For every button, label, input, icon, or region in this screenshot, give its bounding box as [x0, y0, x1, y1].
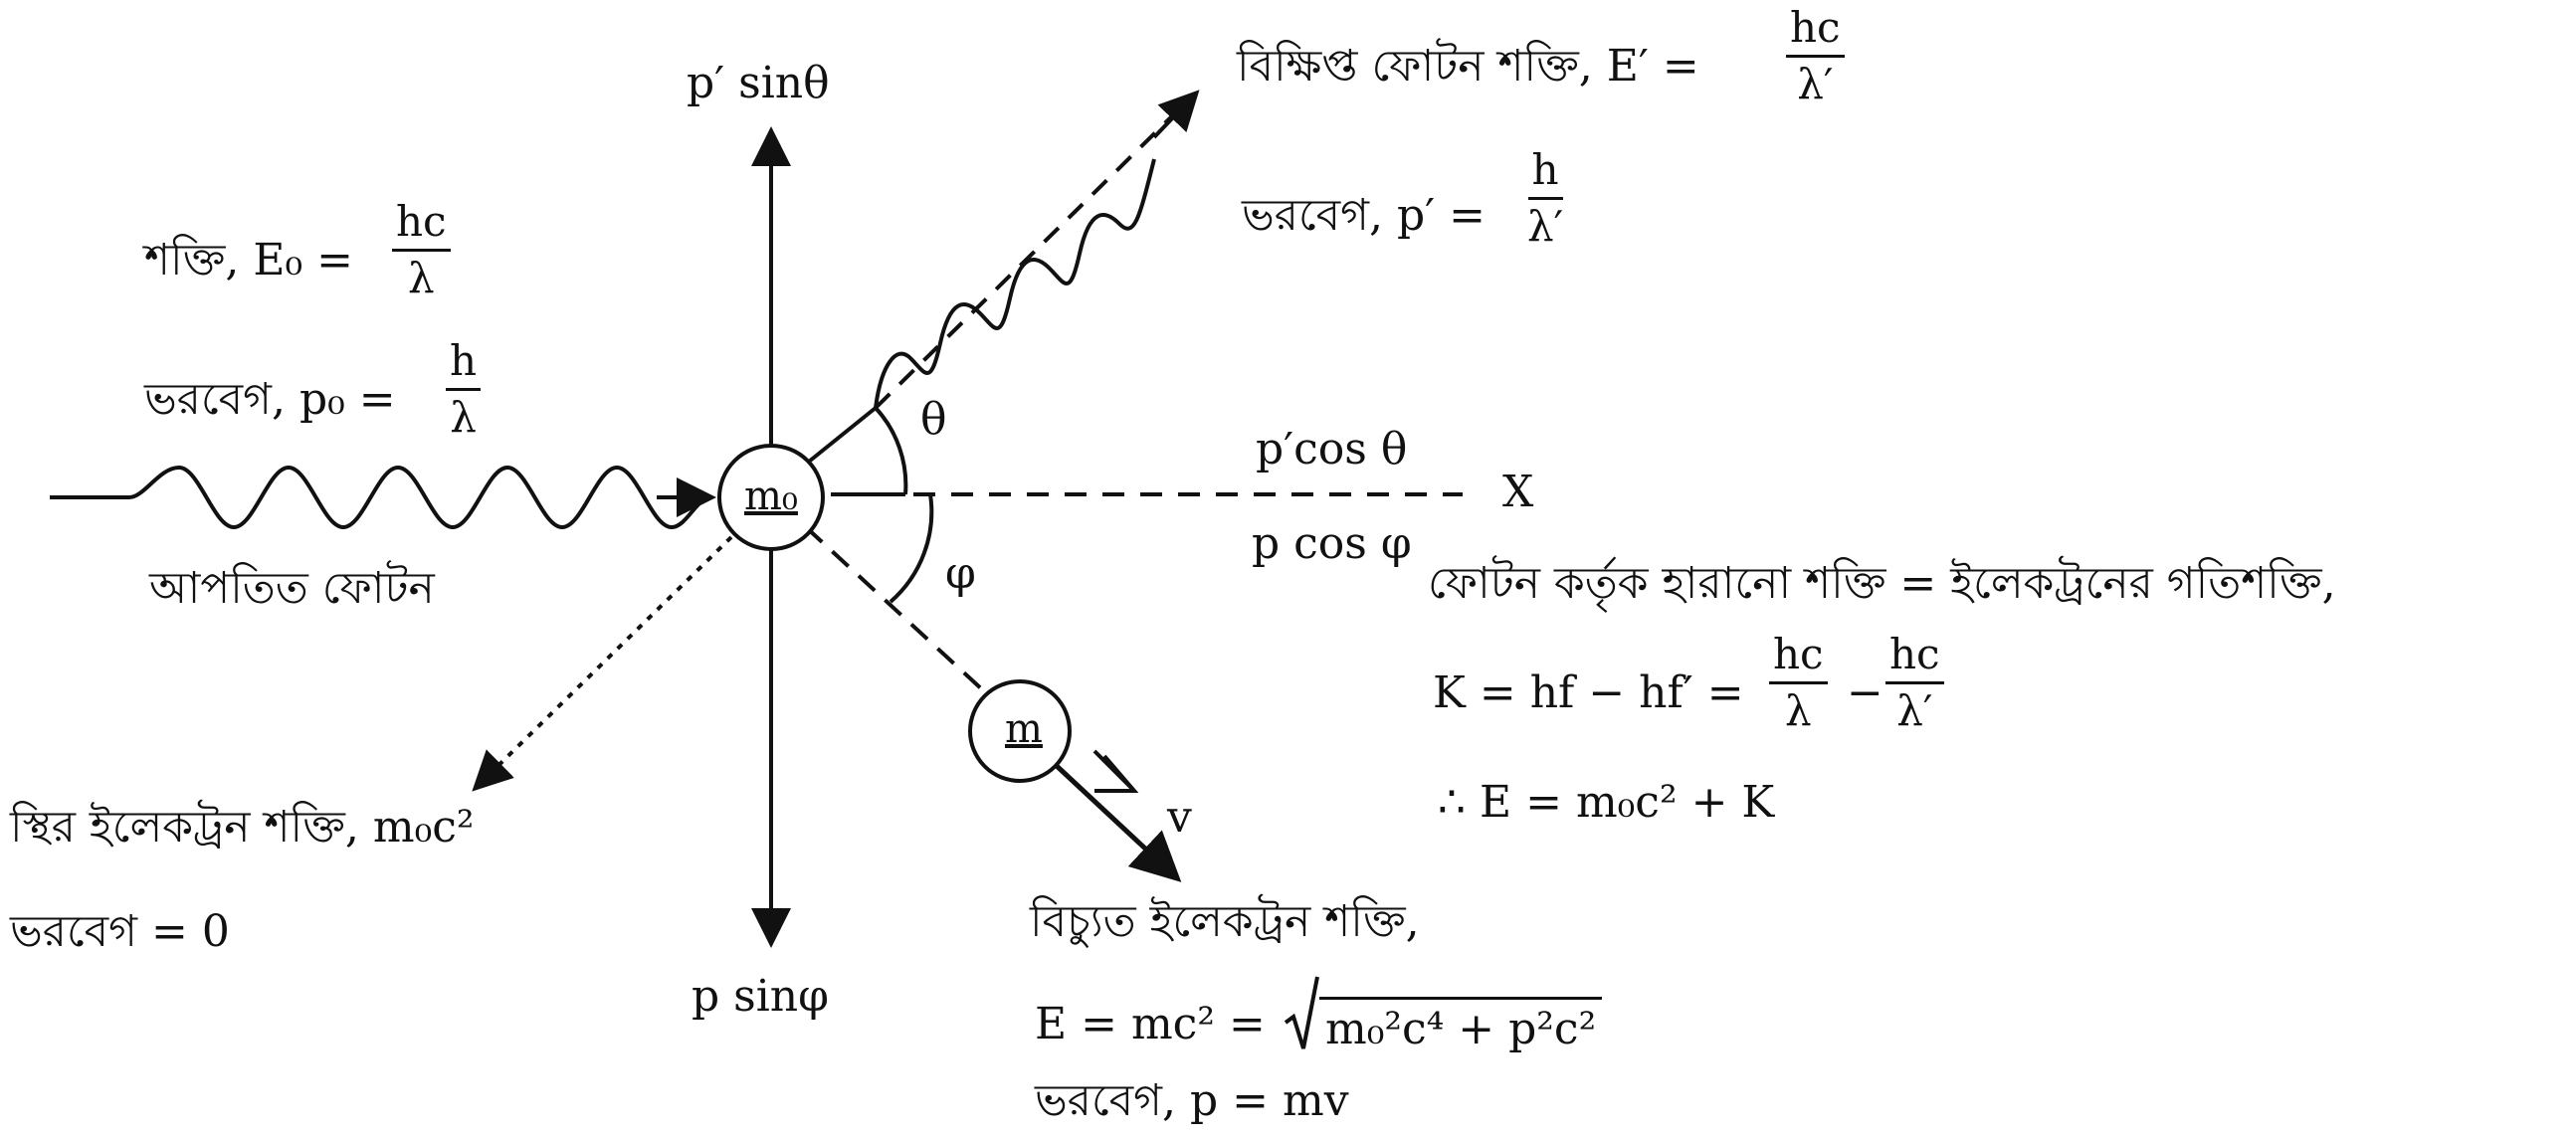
phi-label: φ — [945, 548, 976, 599]
recoil-energy-prefix: E = mc² = — [1035, 999, 1266, 1049]
rest-electron-momentum: ভরবেগ = 0 — [10, 906, 230, 957]
recoil-path-dashed — [804, 525, 997, 703]
recoil-energy-sqrt: m₀²c⁴ + p²c² — [1284, 975, 1603, 1054]
scattered-photon-guide — [874, 97, 1191, 410]
recoil-momentum: ভরবেগ, p = mv — [1035, 1075, 1349, 1126]
phi-arc — [889, 493, 934, 604]
moving-electron-circle — [968, 679, 1072, 783]
scattered-momentum-den: λ′ — [1527, 202, 1564, 252]
velocity-label: v — [1167, 792, 1192, 843]
incident-momentum-den: λ — [450, 393, 477, 443]
incident-photon-wave — [50, 465, 712, 530]
incident-momentum-num: h — [446, 337, 482, 392]
kinetic-frac2-den: λ′ — [1896, 686, 1933, 736]
energy-balance-statement: ফোটন কর্তৃক হারানো শক্তি = ইলেকট্রনের গত… — [1428, 558, 2336, 609]
total-energy-equation: ∴ E = m₀c² + K — [1438, 777, 1775, 828]
scattered-energy-num: hc — [1786, 4, 1845, 59]
kinetic-frac1-num: hc — [1769, 631, 1828, 685]
rest-electron-energy: স্থির ইলেকট্রন শক্তি, m₀c² — [10, 802, 475, 853]
kinetic-energy-prefix: K = hf − hf′ = — [1433, 667, 1744, 718]
scattered-energy-label: বিক্ষিপ্ত ফোটন শক্তি, E′ = — [1237, 41, 1699, 92]
incident-energy-den: λ — [407, 254, 435, 303]
kinetic-minus-sign: − — [1847, 667, 1883, 718]
p-cos-label: p cos φ — [1252, 518, 1412, 569]
recoil-electron-title: বিচ্যুত ইলেকট্রন শক্তি, — [1030, 896, 1420, 947]
p-prime-cos-label: p′cos θ — [1256, 424, 1408, 475]
incident-momentum-label: ভরবেগ, p₀ = — [144, 374, 396, 425]
recoil-energy-radicand: m₀²c⁴ + p²c² — [1319, 997, 1603, 1054]
scattered-photon-wave — [874, 158, 1156, 409]
incident-energy-label: শক্তি, E₀ = — [144, 235, 353, 285]
rest-mass-label: m₀ — [744, 474, 798, 519]
scattered-energy-fraction: hc λ′ — [1786, 4, 1845, 109]
kinetic-energy-fraction-1: hc λ — [1769, 631, 1828, 736]
moving-mass-label: m — [1005, 706, 1043, 752]
scattered-energy-den: λ′ — [1797, 60, 1834, 109]
theta-arc — [874, 406, 908, 495]
scattered-momentum-num: h — [1527, 146, 1563, 201]
incident-energy-num: hc — [392, 198, 451, 253]
x-axis-label: X — [1502, 467, 1534, 517]
axis-bottom-label: p sinφ — [692, 971, 829, 1022]
recoil-velocity-arrow — [1055, 764, 1182, 882]
kinetic-frac1-den: λ — [1784, 686, 1812, 736]
incident-photon-caption: আপতিত ফোটন — [149, 563, 435, 614]
scattered-momentum-fraction: h λ′ — [1527, 146, 1564, 252]
sqrt-sign-icon — [1284, 976, 1319, 1049]
kinetic-frac2-num: hc — [1885, 631, 1944, 685]
velocity-chevron-stem — [1092, 749, 1136, 793]
scattered-photon-arrowhead — [1152, 90, 1200, 139]
theta-label: θ — [920, 394, 947, 445]
incident-momentum-fraction: h λ — [446, 337, 482, 443]
rest-electron-circle — [717, 444, 825, 551]
rest-electron-dotted-arrow — [472, 535, 733, 792]
kinetic-energy-fraction-2: hc λ′ — [1885, 631, 1944, 736]
incident-energy-fraction: hc λ — [392, 198, 451, 303]
scattered-photon-stub — [802, 406, 878, 468]
scattered-momentum-label: ভরবেগ, p′ = — [1242, 190, 1486, 241]
axis-top-label: p′ sinθ — [687, 58, 830, 108]
